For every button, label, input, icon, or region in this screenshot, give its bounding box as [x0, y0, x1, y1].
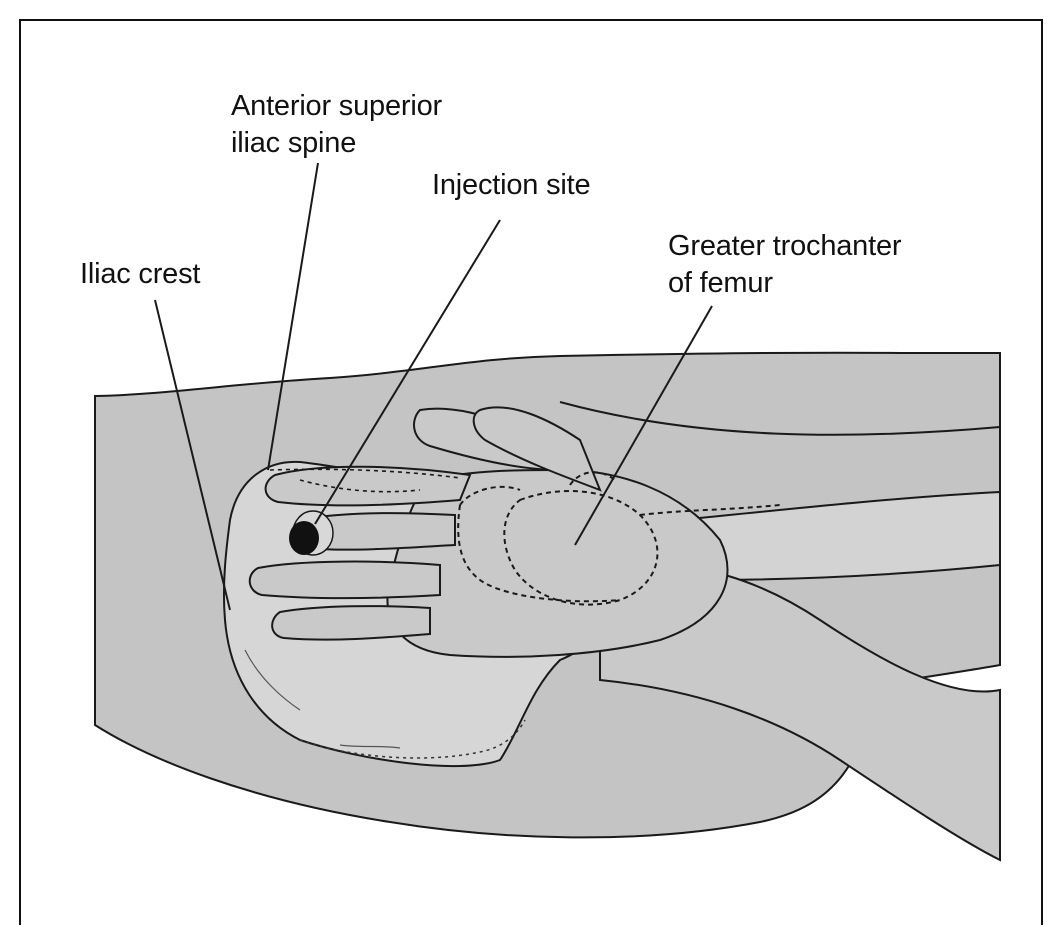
- label-iliac-crest: Iliac crest: [80, 256, 200, 293]
- label-asis-line-2: iliac spine: [231, 127, 357, 159]
- pelvis-texture: [244, 649, 401, 749]
- thigh-upper-line: [559, 401, 1001, 436]
- thumb: [472, 406, 602, 492]
- leader-line-asis: [267, 162, 319, 471]
- arm: [599, 558, 1001, 862]
- pelvis-dashed-outline: [457, 471, 781, 603]
- label-asis-line-1: Anterior superior: [231, 90, 442, 122]
- label-trochanter-line-2: of femur: [668, 267, 773, 299]
- label-iliac-crest-text: Iliac crest: [80, 258, 201, 290]
- label-greater-trochanter: Greater trochanter of femur: [668, 228, 902, 302]
- pelvis-lower-edge: [299, 719, 526, 759]
- injection-site-dot: [289, 521, 319, 555]
- leader-line-greater-trochanter: [574, 305, 713, 546]
- label-injection-site-text: Injection site: [432, 169, 591, 201]
- label-trochanter-line-1: Greater trochanter: [668, 230, 902, 262]
- label-anterior-superior-iliac-spine: Anterior superior iliac spine: [231, 88, 442, 162]
- finger-little: [271, 605, 431, 641]
- label-injection-site: Injection site: [432, 167, 591, 204]
- finger-ring: [248, 560, 441, 600]
- finger-index: [264, 465, 472, 507]
- leader-line-injection-site: [314, 219, 501, 525]
- trochanter-outline: [503, 490, 659, 606]
- thigh-band: [678, 490, 1001, 582]
- leader-line-iliac-crest: [154, 299, 231, 611]
- finger-dashed-outline: [269, 468, 461, 493]
